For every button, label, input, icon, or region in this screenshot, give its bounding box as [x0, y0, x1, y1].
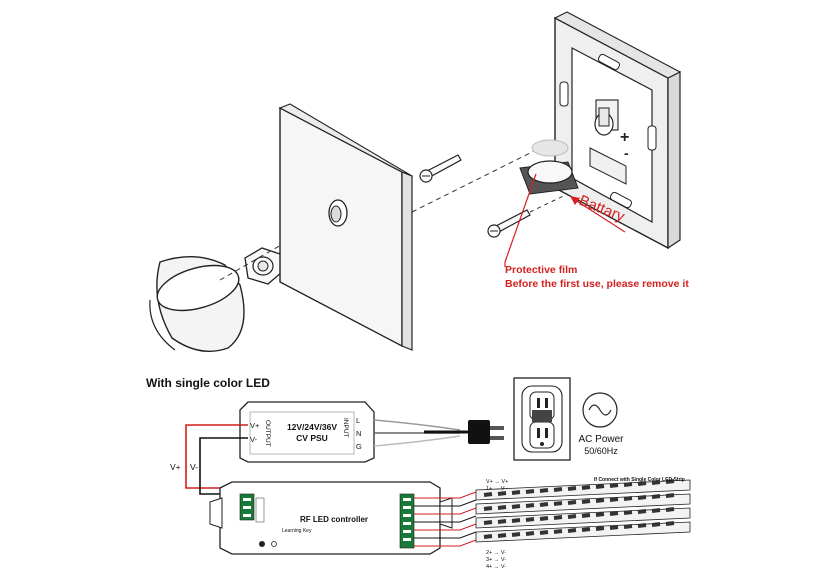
protective-film-label: Protective film — [505, 264, 577, 276]
strip-mapping-top-1: V+ → V+ — [486, 479, 508, 485]
coin-battery — [519, 139, 579, 195]
ac-symbol — [582, 392, 618, 428]
psu-output-label: OUTPUT — [264, 420, 271, 447]
mains-wires — [373, 419, 470, 447]
strip-title: If Connect with Single Color LED Strip — [594, 477, 685, 483]
psu-line1: 12V/24V/36V — [287, 422, 337, 432]
protective-film-leader — [504, 173, 537, 263]
front-panel — [278, 103, 413, 351]
dc-wires — [185, 424, 248, 495]
psu-input-label: INPUT — [342, 418, 349, 438]
battery-arrow — [571, 197, 626, 233]
ac-power-label: AC Power — [578, 434, 624, 445]
section-title: With single color LED — [146, 376, 270, 390]
ac-plug — [468, 420, 504, 444]
ac-frequency-label: 50/60Hz — [584, 446, 618, 456]
shaft-adapter — [244, 247, 283, 285]
wire-vplus-label: V+ — [170, 462, 181, 472]
wire-vminus-label: V- — [190, 462, 198, 472]
psu-line2: CV PSU — [296, 433, 328, 443]
screw-lower — [487, 209, 531, 238]
rf-controller-box — [209, 481, 453, 555]
psu-l: L — [356, 416, 360, 425]
psu-n: N — [356, 429, 361, 438]
led-strip-4 — [475, 521, 691, 543]
rotary-knob — [149, 255, 245, 352]
back-frame — [553, 11, 682, 250]
psu-g: G — [356, 442, 362, 451]
strip-mapping-bottom-2: 3+ → V- — [486, 557, 506, 563]
screw-upper — [419, 154, 462, 183]
controller-output-wires — [414, 491, 477, 547]
battery-arrow-head — [570, 196, 580, 205]
strip-mapping-bottom-3: 4+ → V- — [486, 564, 506, 570]
led-strips — [475, 479, 691, 543]
screw-lower-dashed — [529, 187, 581, 213]
protective-film-note: Before the first use, please remove it — [505, 278, 689, 290]
led-strip-3 — [475, 507, 691, 529]
psu-box — [239, 401, 375, 463]
strip-mapping-top-2: 1+ → V- — [486, 486, 506, 492]
plus-sign: + — [620, 129, 629, 146]
learning-key-label: Learning Key — [282, 528, 312, 534]
led-strip-1 — [475, 479, 691, 501]
led-strip-2 — [475, 493, 691, 515]
strip-mapping-bottom-1: 2+ → V- — [486, 550, 506, 556]
psu-vminus: V- — [250, 435, 258, 444]
psu-vplus: V+ — [250, 421, 260, 430]
rf-controller-label: RF LED controller — [300, 515, 368, 524]
wall-outlet — [513, 377, 571, 461]
minus-sign: - — [624, 145, 629, 161]
